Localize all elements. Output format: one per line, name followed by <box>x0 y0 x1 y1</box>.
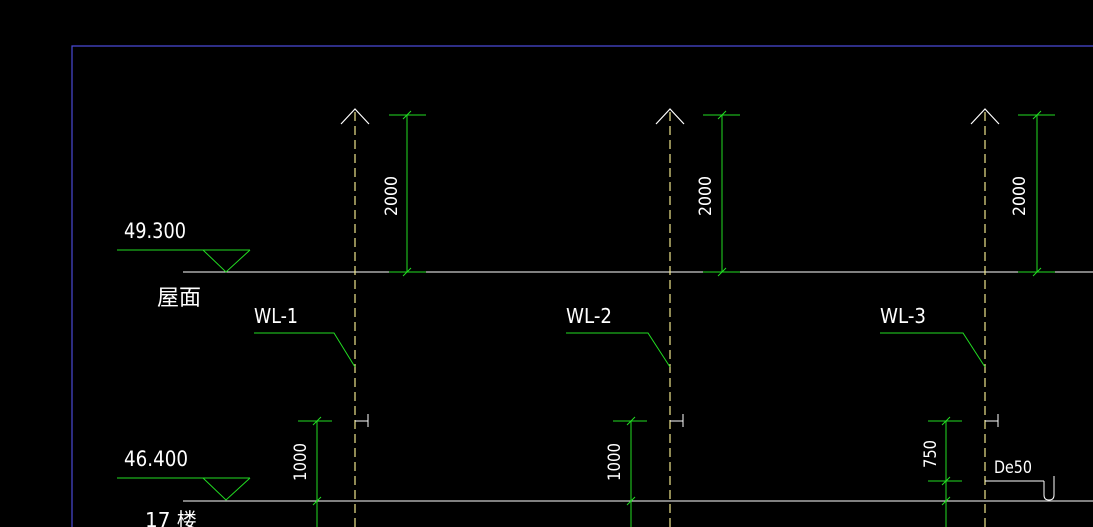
roof-elevation-text: 49.300 <box>124 219 186 243</box>
pipe-label-leader <box>254 332 356 368</box>
vent-cap-icon <box>970 108 1000 125</box>
drop-text: 1000 <box>605 443 625 481</box>
vent-height-text: 2000 <box>1010 176 1030 216</box>
vent-cap-icon <box>655 108 685 125</box>
drop-text: 750 <box>921 440 941 468</box>
pipe-label: WL-1 <box>254 304 298 328</box>
trap-fitting-icon <box>1043 476 1055 501</box>
floor17-elevation-marker: 46.400 17 楼 <box>117 447 251 527</box>
pipe-label-leader <box>566 332 671 368</box>
roof-elevation-marker: 49.300 屋面 <box>117 219 251 311</box>
pipe-wl-1: 2000 WL-1 1000 <box>254 108 426 527</box>
vent-cap-icon <box>340 108 370 125</box>
floor17-label: 17 楼 <box>145 508 197 527</box>
floor17-elevation-text: 46.400 <box>124 447 188 471</box>
pipe-wl-2: 2000 WL-2 1000 <box>566 108 740 527</box>
pipe-label-leader <box>880 332 986 368</box>
pipe-label: WL-3 <box>880 304 926 328</box>
pipe-label: WL-2 <box>566 304 612 328</box>
fitting-text: De50 <box>994 458 1032 478</box>
drawing-frame <box>71 45 1093 527</box>
roof-label: 屋面 <box>157 286 201 311</box>
vent-height-text: 2000 <box>382 176 402 216</box>
pipe-wl-3: 2000 WL-3 750 De50 <box>880 108 1055 527</box>
drop-text: 1000 <box>291 443 311 481</box>
vent-height-text: 2000 <box>696 176 716 216</box>
